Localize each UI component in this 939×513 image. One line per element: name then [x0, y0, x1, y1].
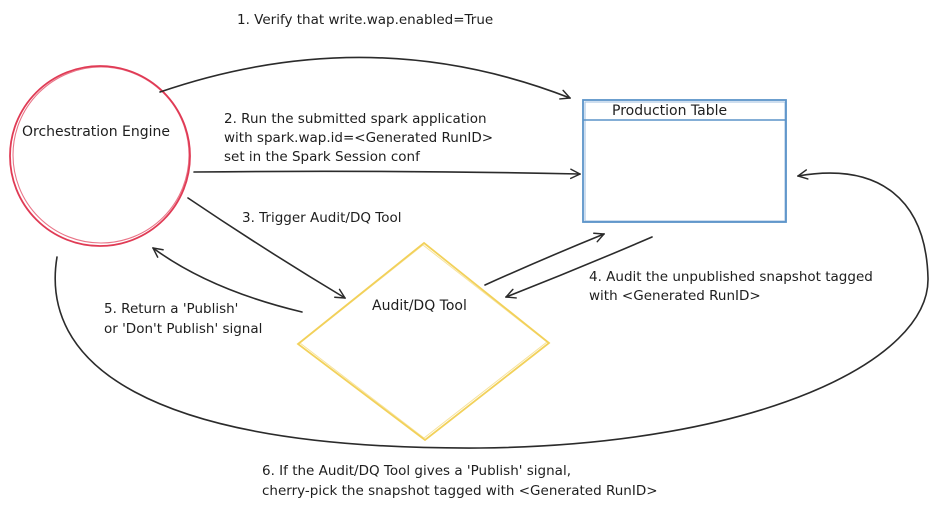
audit-tool-diamond — [296, 241, 551, 442]
orchestration-engine-circle — [9, 65, 191, 247]
step-2-label: 2. Run the submitted spark application w… — [224, 111, 497, 165]
audit-tool-label: Audit/DQ Tool — [372, 298, 467, 314]
step-6-label: 6. If the Audit/DQ Tool gives a 'Publish… — [262, 463, 658, 499]
edge-1-verify — [159, 56, 570, 98]
edge-3-trigger — [187, 197, 345, 298]
production-table-box-sketch — [584, 101, 786, 222]
orchestration-engine-circle-sketch — [12, 66, 190, 244]
step-2-line-3: set in the Spark Session conf — [224, 149, 421, 165]
step-4-line-1: 4. Audit the unpublished snapshot tagged — [589, 269, 873, 285]
orchestration-engine-node: Orchestration Engine — [9, 65, 191, 247]
edge-6-cherry-pick — [54, 173, 929, 449]
audit-tool-diamond-sketch — [299, 244, 548, 439]
step-3-line-1: 3. Trigger Audit/DQ Tool — [242, 210, 402, 226]
step-4-label: 4. Audit the unpublished snapshot tagged… — [589, 269, 877, 304]
step-1-line-1: 1. Verify that write.wap.enabled=True — [237, 12, 493, 28]
edge-5-return — [153, 248, 303, 313]
production-table-box — [582, 99, 787, 223]
audit-tool-node: Audit/DQ Tool — [296, 241, 551, 442]
edge-2-run — [193, 171, 580, 174]
step-2-line-2: with spark.wap.id=<Generated RunID> — [224, 130, 493, 146]
step-6-line-1: 6. If the Audit/DQ Tool gives a 'Publish… — [262, 463, 571, 479]
step-5-line-2: or 'Don't Publish' signal — [104, 321, 262, 337]
step-4-line-2: with <Generated RunID> — [589, 288, 761, 304]
step-6-line-2: cherry-pick the snapshot tagged with <Ge… — [262, 483, 658, 499]
step-2-line-1: 2. Run the submitted spark application — [224, 111, 487, 127]
edge-4a-audit-to-table — [484, 234, 604, 286]
step-1-label: 1. Verify that write.wap.enabled=True — [237, 12, 493, 28]
edge-4b-table-to-audit — [506, 236, 653, 297]
production-table-node: Production Table — [582, 99, 787, 223]
step-5-label: 5. Return a 'Publish' or 'Don't Publish'… — [104, 301, 262, 337]
step-5-line-1: 5. Return a 'Publish' — [104, 301, 238, 317]
step-3-label: 3. Trigger Audit/DQ Tool — [242, 210, 402, 226]
orchestration-engine-label: Orchestration Engine — [22, 124, 170, 140]
production-table-label: Production Table — [612, 103, 727, 119]
